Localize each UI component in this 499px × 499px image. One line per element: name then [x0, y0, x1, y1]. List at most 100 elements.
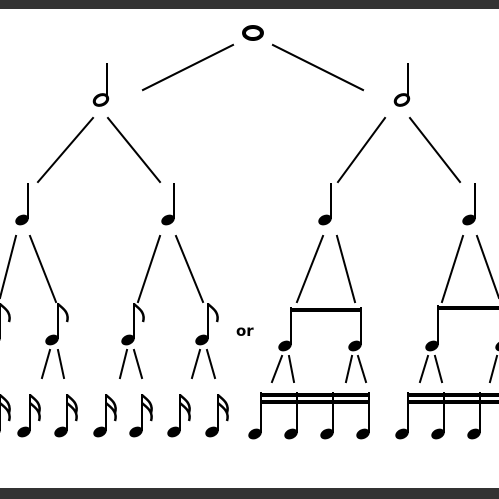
- note-flag: [105, 402, 117, 422]
- bottom-frame-bar: [0, 488, 499, 499]
- half-note: [92, 63, 110, 107]
- note-beam: [260, 400, 370, 404]
- note-head: [348, 340, 362, 352]
- note-flag: [66, 402, 78, 422]
- note-head: [462, 214, 476, 226]
- connector-line: [118, 348, 129, 380]
- note-head: [318, 214, 332, 226]
- half-note: [393, 63, 411, 107]
- note-head: [431, 428, 445, 440]
- note-head: [167, 426, 181, 438]
- note-head: [320, 428, 334, 440]
- connector-line: [475, 234, 499, 300]
- connector-line: [408, 116, 462, 184]
- sixteenth-note: [54, 394, 78, 438]
- connector-line: [36, 116, 95, 184]
- connector-line: [28, 234, 58, 304]
- sixteenth-note: [0, 394, 11, 438]
- connector-line: [336, 116, 387, 184]
- note-flag: [66, 394, 78, 414]
- note-beam: [407, 400, 499, 404]
- connector-line: [418, 354, 430, 384]
- connector-line: [0, 234, 18, 300]
- note-flag: [29, 402, 41, 422]
- note-head: [467, 428, 481, 440]
- note-flag: [133, 303, 145, 323]
- connector-line: [433, 354, 444, 384]
- note-head: [242, 25, 264, 41]
- note-head: [278, 340, 292, 352]
- note-flag: [57, 303, 69, 323]
- beamed-eighth-pair: [425, 305, 499, 352]
- note-head: [284, 428, 298, 440]
- note-flag: [105, 394, 117, 414]
- note-flag: [0, 303, 11, 323]
- note-head: [395, 428, 409, 440]
- eighth-note: [0, 303, 11, 346]
- sixteenth-note: [205, 394, 229, 438]
- beamed-sixteenth-group: [395, 392, 499, 440]
- note-flag: [141, 402, 153, 422]
- note-flag: [29, 394, 41, 414]
- note-beam: [437, 306, 499, 310]
- connector-line: [287, 354, 296, 384]
- connector-line: [270, 354, 284, 384]
- note-head: [129, 426, 143, 438]
- note-head: [195, 334, 209, 346]
- note-flag: [0, 394, 11, 414]
- note-head: [54, 426, 68, 438]
- note-flag: [0, 402, 11, 422]
- sixteenth-note: [17, 394, 41, 438]
- note-head: [93, 426, 107, 438]
- quarter-note: [161, 183, 175, 226]
- quarter-note: [462, 183, 476, 226]
- tree-connector-lines: [0, 43, 499, 384]
- connector-line: [356, 354, 368, 384]
- connector-line: [174, 234, 205, 304]
- note-flag: [217, 394, 229, 414]
- quarter-note: [318, 183, 332, 226]
- note-flag: [179, 402, 191, 422]
- quarter-note: [15, 183, 29, 226]
- connector-line: [56, 348, 66, 380]
- connector-line: [136, 234, 162, 304]
- connector-line: [440, 234, 465, 304]
- note-flag: [207, 303, 219, 323]
- eighth-note: [121, 303, 145, 346]
- beamed-eighth-pair: [278, 307, 362, 352]
- sixteenth-note: [129, 394, 153, 438]
- note-flag: [179, 394, 191, 414]
- note-head: [356, 428, 370, 440]
- note-beam: [290, 308, 362, 312]
- note-head: [425, 340, 439, 352]
- connector-line: [106, 116, 162, 184]
- connector-line: [488, 354, 499, 384]
- sixteenth-note: [167, 394, 191, 438]
- eighth-note: [45, 303, 69, 346]
- connector-line: [205, 348, 217, 380]
- whole-note: [242, 25, 264, 41]
- beamed-sixteenth-group: [248, 392, 370, 440]
- note-flag: [217, 402, 229, 422]
- note-head: [17, 426, 31, 438]
- tree-notes: [0, 25, 499, 440]
- note-head: [161, 214, 175, 226]
- note-beam: [407, 393, 499, 397]
- note-flag: [141, 394, 153, 414]
- connector-line: [295, 234, 325, 304]
- connector-line: [190, 348, 202, 380]
- connector-line: [40, 348, 52, 380]
- note-head: [495, 340, 499, 352]
- note-head: [121, 334, 135, 346]
- connector-line: [141, 43, 235, 92]
- note-head: [205, 426, 219, 438]
- connector-line: [344, 354, 354, 384]
- or-label: or: [236, 322, 254, 340]
- note-head: [45, 334, 59, 346]
- sixteenth-note: [93, 394, 117, 438]
- eighth-note: [195, 303, 219, 346]
- connector-line: [271, 43, 365, 92]
- note-head: [248, 428, 262, 440]
